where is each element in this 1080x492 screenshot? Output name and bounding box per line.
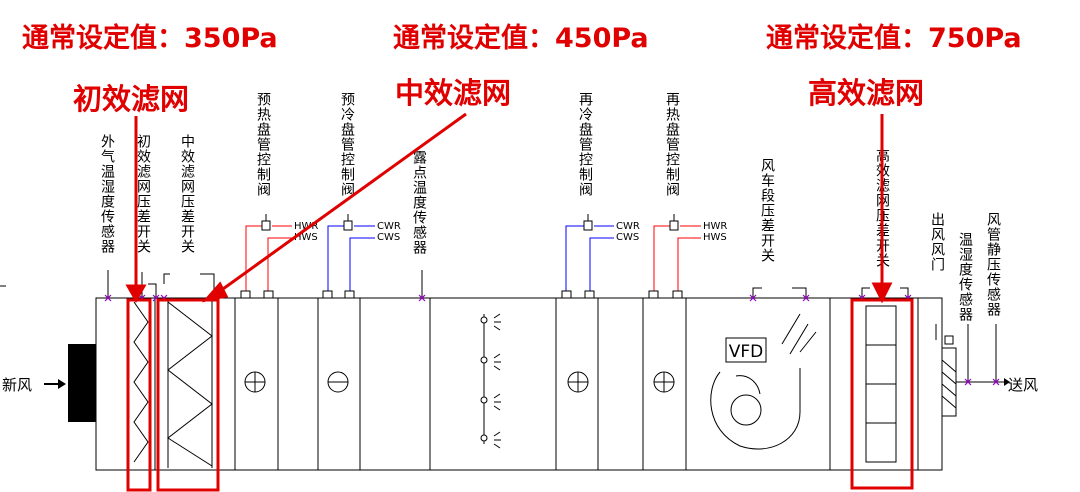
spray-humidifier-icon [480,313,501,449]
label-recool-valve: 再冷盘管控制阀 [577,92,593,197]
medium-filter-media [167,301,213,467]
primary-filter-title: 初效滤网 [73,82,190,116]
vfd-label: VFD [729,342,764,362]
label-reheat-valve: 再热盘管控制阀 [664,92,680,197]
label-precool-valve: 预冷盘管控制阀 [339,92,355,197]
label-preheat-valve: 预热盘管控制阀 [255,92,271,197]
label-temp-hum-sensor: 温湿度传感器 [957,232,973,322]
reheat-hws-label: HWS [703,232,727,243]
recool-cws-label: CWS [616,232,640,243]
recool-valve-icon [583,214,593,231]
precool-cws-label: CWS [377,232,401,243]
fresh-air-label: 新风 [2,376,33,394]
label-fan-dp: 风车段压差开关 [759,158,775,263]
setpoint-450: 通常设定值：450Pa [393,23,649,54]
label-dew-point-sensor: 露点温度传感器 [411,150,427,255]
label-medium-filter-dp: 中效滤网压差开关 [179,134,195,254]
recool-cwr-label: CWR [616,221,640,232]
supply-air-arrow [956,378,1010,386]
setpoint-350: 通常设定值：350Pa [22,23,278,54]
fan-icon [710,313,817,450]
precool-valve-icon [343,214,353,231]
preheat-valve-icon [261,214,271,231]
supply-air-label: 送风 [1008,376,1039,394]
precool-cwr-label: CWR [377,221,401,232]
medium-filter-highlight [156,298,220,492]
primary-filter-highlight [126,298,152,492]
setpoint-750: 通常设定值：750Pa [766,23,1022,54]
recool-pipes [565,225,614,292]
high-filter-title: 高效滤网 [808,76,925,110]
annotation-arrows [125,112,893,304]
preheat-pipes [245,225,292,292]
label-primary-filter-dp: 初效滤网压差开关 [135,134,151,254]
fresh-air-arrow [44,379,66,389]
label-outdoor-temp-hum: 外气温湿度传感器 [99,134,115,254]
primary-filter-media [133,301,149,463]
label-outlet-damper: 出风风门 [929,212,945,272]
section-dividers [126,298,919,470]
ahu-casing [95,297,943,471]
hepa-filter-grid [865,305,897,463]
reheat-hwr-label: HWR [703,221,728,232]
vfd-box [725,337,767,363]
precool-pipes [327,225,375,292]
label-duct-static-sensor: 风管静压传感器 [985,212,1001,317]
outlet-damper-icon [941,335,957,417]
fresh-air-inlet [68,344,96,422]
medium-filter-title: 中效滤网 [395,76,512,110]
preheat-hws-label: HWS [294,232,318,243]
preheat-hwr-label: HWR [294,221,319,232]
reheat-pipes [653,225,701,292]
outlet-sensor-leaders [935,324,997,382]
pipe-stubs [240,290,683,300]
coil-icons [244,371,675,393]
reheat-valve-icon [669,214,679,231]
